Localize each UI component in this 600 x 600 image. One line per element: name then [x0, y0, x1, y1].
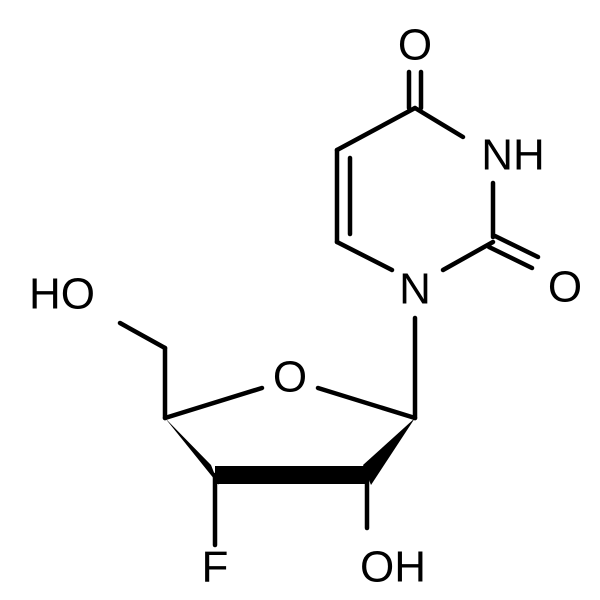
atom-f: F	[202, 543, 229, 592]
atom-oh-hydroxyl: OH	[360, 543, 426, 592]
wedge-c4p-c3p	[165, 418, 219, 485]
bond-c5-c4	[334, 105, 418, 153]
atom-nh: NH	[481, 131, 545, 180]
atom-o-ring: O	[273, 353, 307, 402]
bold-bond-c3p-c2p	[215, 466, 367, 484]
bond-c5p-o5p	[117, 320, 168, 351]
bond-o4p-c4p	[162, 385, 265, 421]
bond-c2-o2-b	[486, 244, 535, 271]
bond-c4-n3	[412, 105, 466, 140]
bond-n1-c6	[334, 239, 395, 273]
atom-n-ring: N	[399, 265, 431, 314]
atom-o-carbonyl-top: O	[398, 21, 432, 70]
bond-c2-o2-a	[492, 233, 541, 260]
wedge-c2p-c1p	[363, 418, 415, 485]
bond-c1p-o4p	[315, 385, 418, 421]
atom-ho-hydroxymethyl: HO	[29, 270, 95, 319]
atom-o-carbonyl-right: O	[548, 263, 582, 312]
bond-c2-n1	[440, 239, 496, 273]
